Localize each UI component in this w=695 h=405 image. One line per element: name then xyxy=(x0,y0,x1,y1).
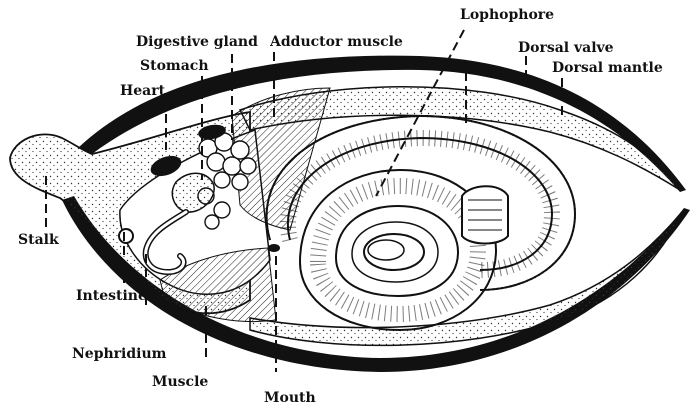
label-muscle: Muscle xyxy=(152,374,208,390)
mouth xyxy=(268,244,280,252)
label-heart: Heart xyxy=(120,83,166,99)
label-intestine: Intestine xyxy=(76,288,147,304)
label-adductor-muscle: Adductor muscle xyxy=(269,34,403,50)
label-stalk: Stalk xyxy=(18,232,59,248)
label-stomach: Stomach xyxy=(140,58,209,74)
nephridium xyxy=(119,229,133,243)
label-digestive-gland: Digestive gland xyxy=(136,34,258,50)
label-dorsal-mantle: Dorsal mantle xyxy=(552,60,663,76)
label-mouth: Mouth xyxy=(264,390,316,405)
label-dorsal-valve: Dorsal valve xyxy=(518,40,614,56)
label-lophophore: Lophophore xyxy=(460,7,554,23)
label-nephridium: Nephridium xyxy=(72,346,167,362)
